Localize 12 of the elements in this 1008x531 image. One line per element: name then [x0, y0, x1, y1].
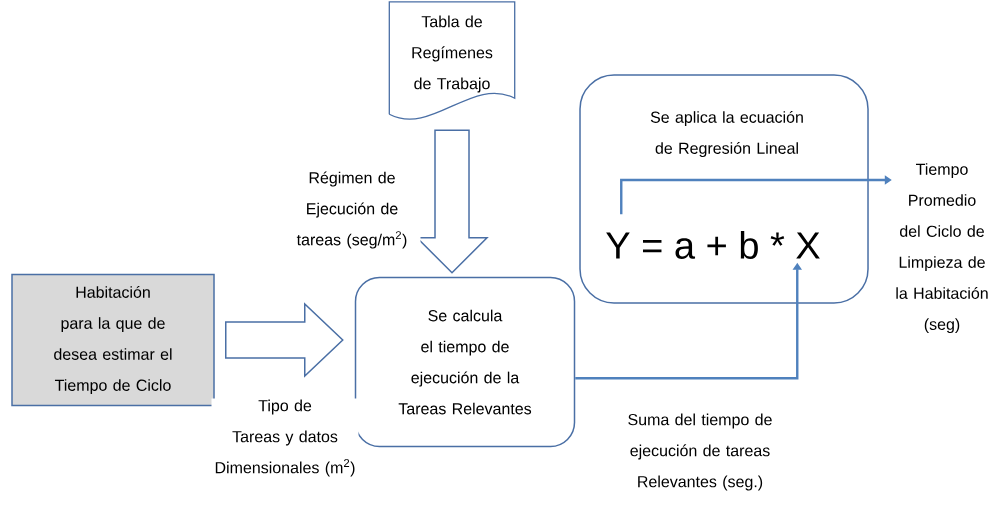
edge-label: Suma del tiempo de ejecución de tareas Relevantes (seg.) — [616, 412, 784, 492]
input-box: Habitación para la que de desea estimar el Tiempo de Ciclo — [11, 273, 215, 407]
edge-label: Tipo de Tareas y datos Dimensionales (m$^{2}$) — [211, 398, 359, 478]
process-box: Se calcula el tiempo de ejecución de la Tareas Relevantes — [354, 276, 576, 448]
edge-label: Régimen de Ejecución de tareas (seg/m$^{2}$) — [283, 170, 421, 250]
arrow — [620, 175, 892, 215]
equation-text: Y = a + b * X — [606, 231, 820, 259]
heading-text: Se aplica la ecuación de Regresión Lineal — [650, 110, 803, 158]
block-arrow — [225, 302, 344, 378]
document-shape: Tabla de Regímenes de Trabajo — [388, 1, 516, 120]
process-box — [579, 74, 869, 304]
output-text: Tiempo Promedio del Ciclo de Limpieza de la Habitación (seg) — [896, 163, 988, 334]
